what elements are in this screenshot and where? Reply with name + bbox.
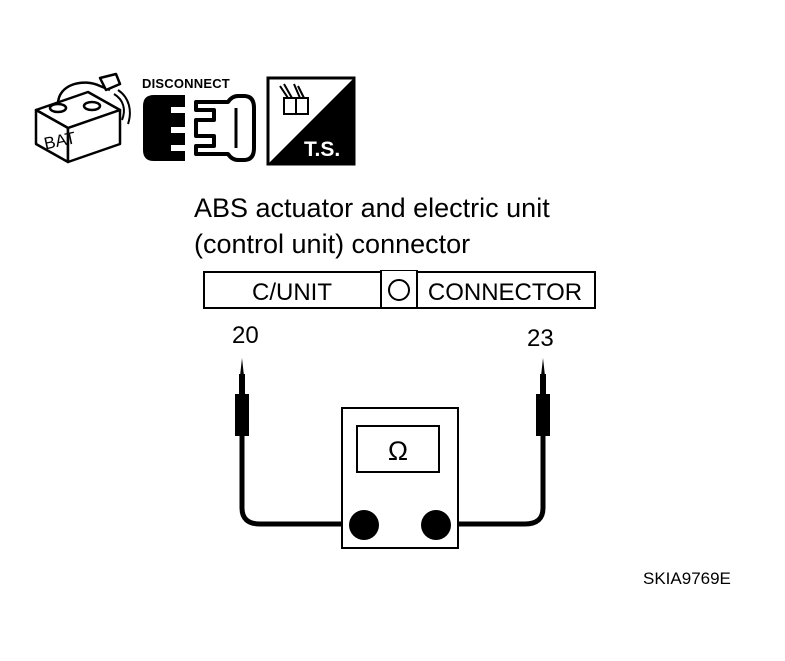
- probe-lead-left: [239, 436, 364, 527]
- pin-left-number: 20: [232, 322, 259, 349]
- probe-lead-right: [420, 436, 546, 527]
- probe-right: [536, 358, 550, 436]
- pin-right-number: 23: [527, 325, 554, 352]
- ts-icon: T.S.: [266, 76, 356, 166]
- diagram-title-line1: ABS actuator and electric unit: [194, 193, 550, 223]
- ohmmeter-display: [356, 425, 440, 473]
- meter-terminal-right: [421, 510, 451, 540]
- connector-bar: C/UNIT CONNECTOR: [203, 270, 596, 309]
- ts-label: T.S.: [304, 138, 340, 161]
- connector-left-label: C/UNIT: [252, 279, 332, 306]
- connector-circle-icon: [388, 279, 410, 301]
- figure-code: SKIA9769E: [643, 569, 731, 588]
- ohm-symbol: Ω: [388, 436, 408, 466]
- meter-terminal-left: [349, 510, 379, 540]
- connector-right-label: CONNECTOR: [428, 279, 582, 306]
- disconnect-connector-icon: [143, 94, 256, 162]
- battery-disconnect-icon: BAT: [34, 72, 131, 164]
- disconnect-label: DISCONNECT: [142, 76, 230, 91]
- probe-left: [235, 358, 249, 436]
- ohmmeter-diagram: Ω: [235, 358, 550, 549]
- diagram-title-line2: (control unit) connector: [194, 229, 471, 259]
